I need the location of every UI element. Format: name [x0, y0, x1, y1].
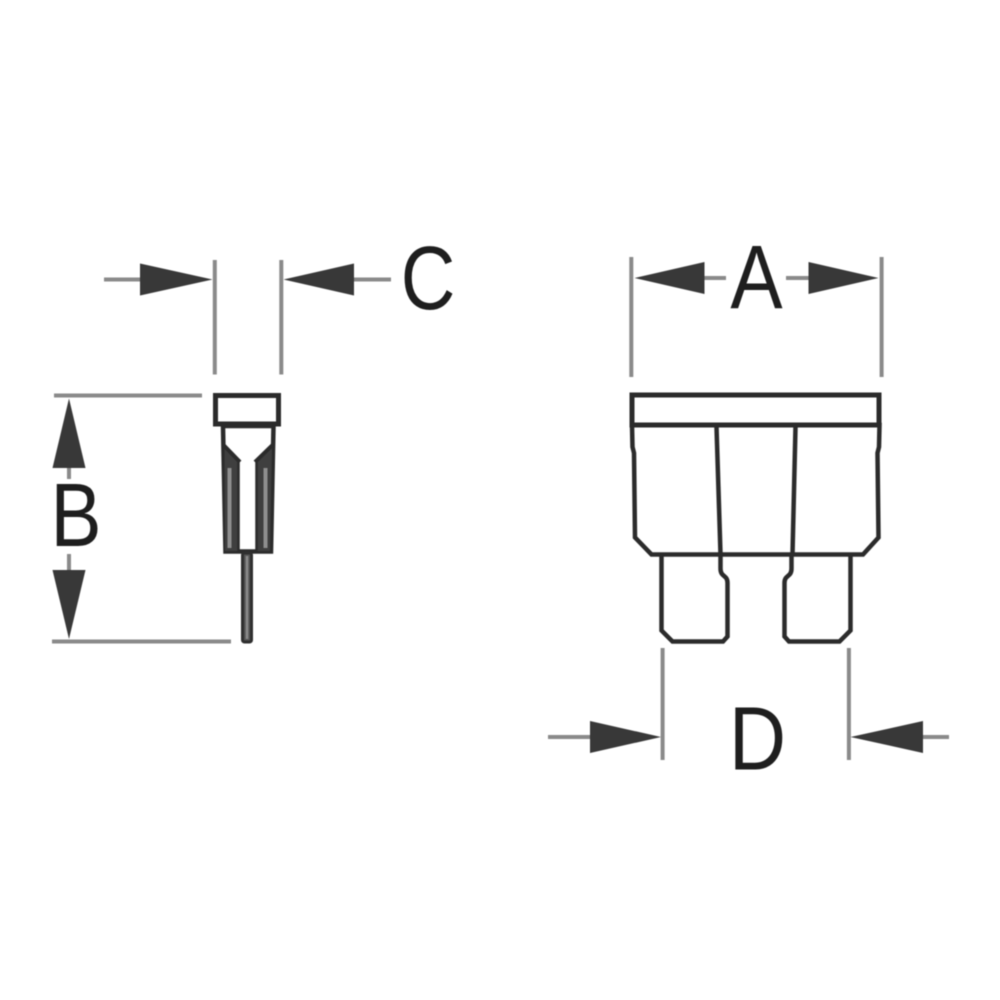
- svg-text:D: D: [729, 688, 786, 789]
- svg-text:C: C: [401, 228, 456, 329]
- svg-text:A: A: [730, 227, 783, 327]
- svg-text:B: B: [50, 464, 101, 565]
